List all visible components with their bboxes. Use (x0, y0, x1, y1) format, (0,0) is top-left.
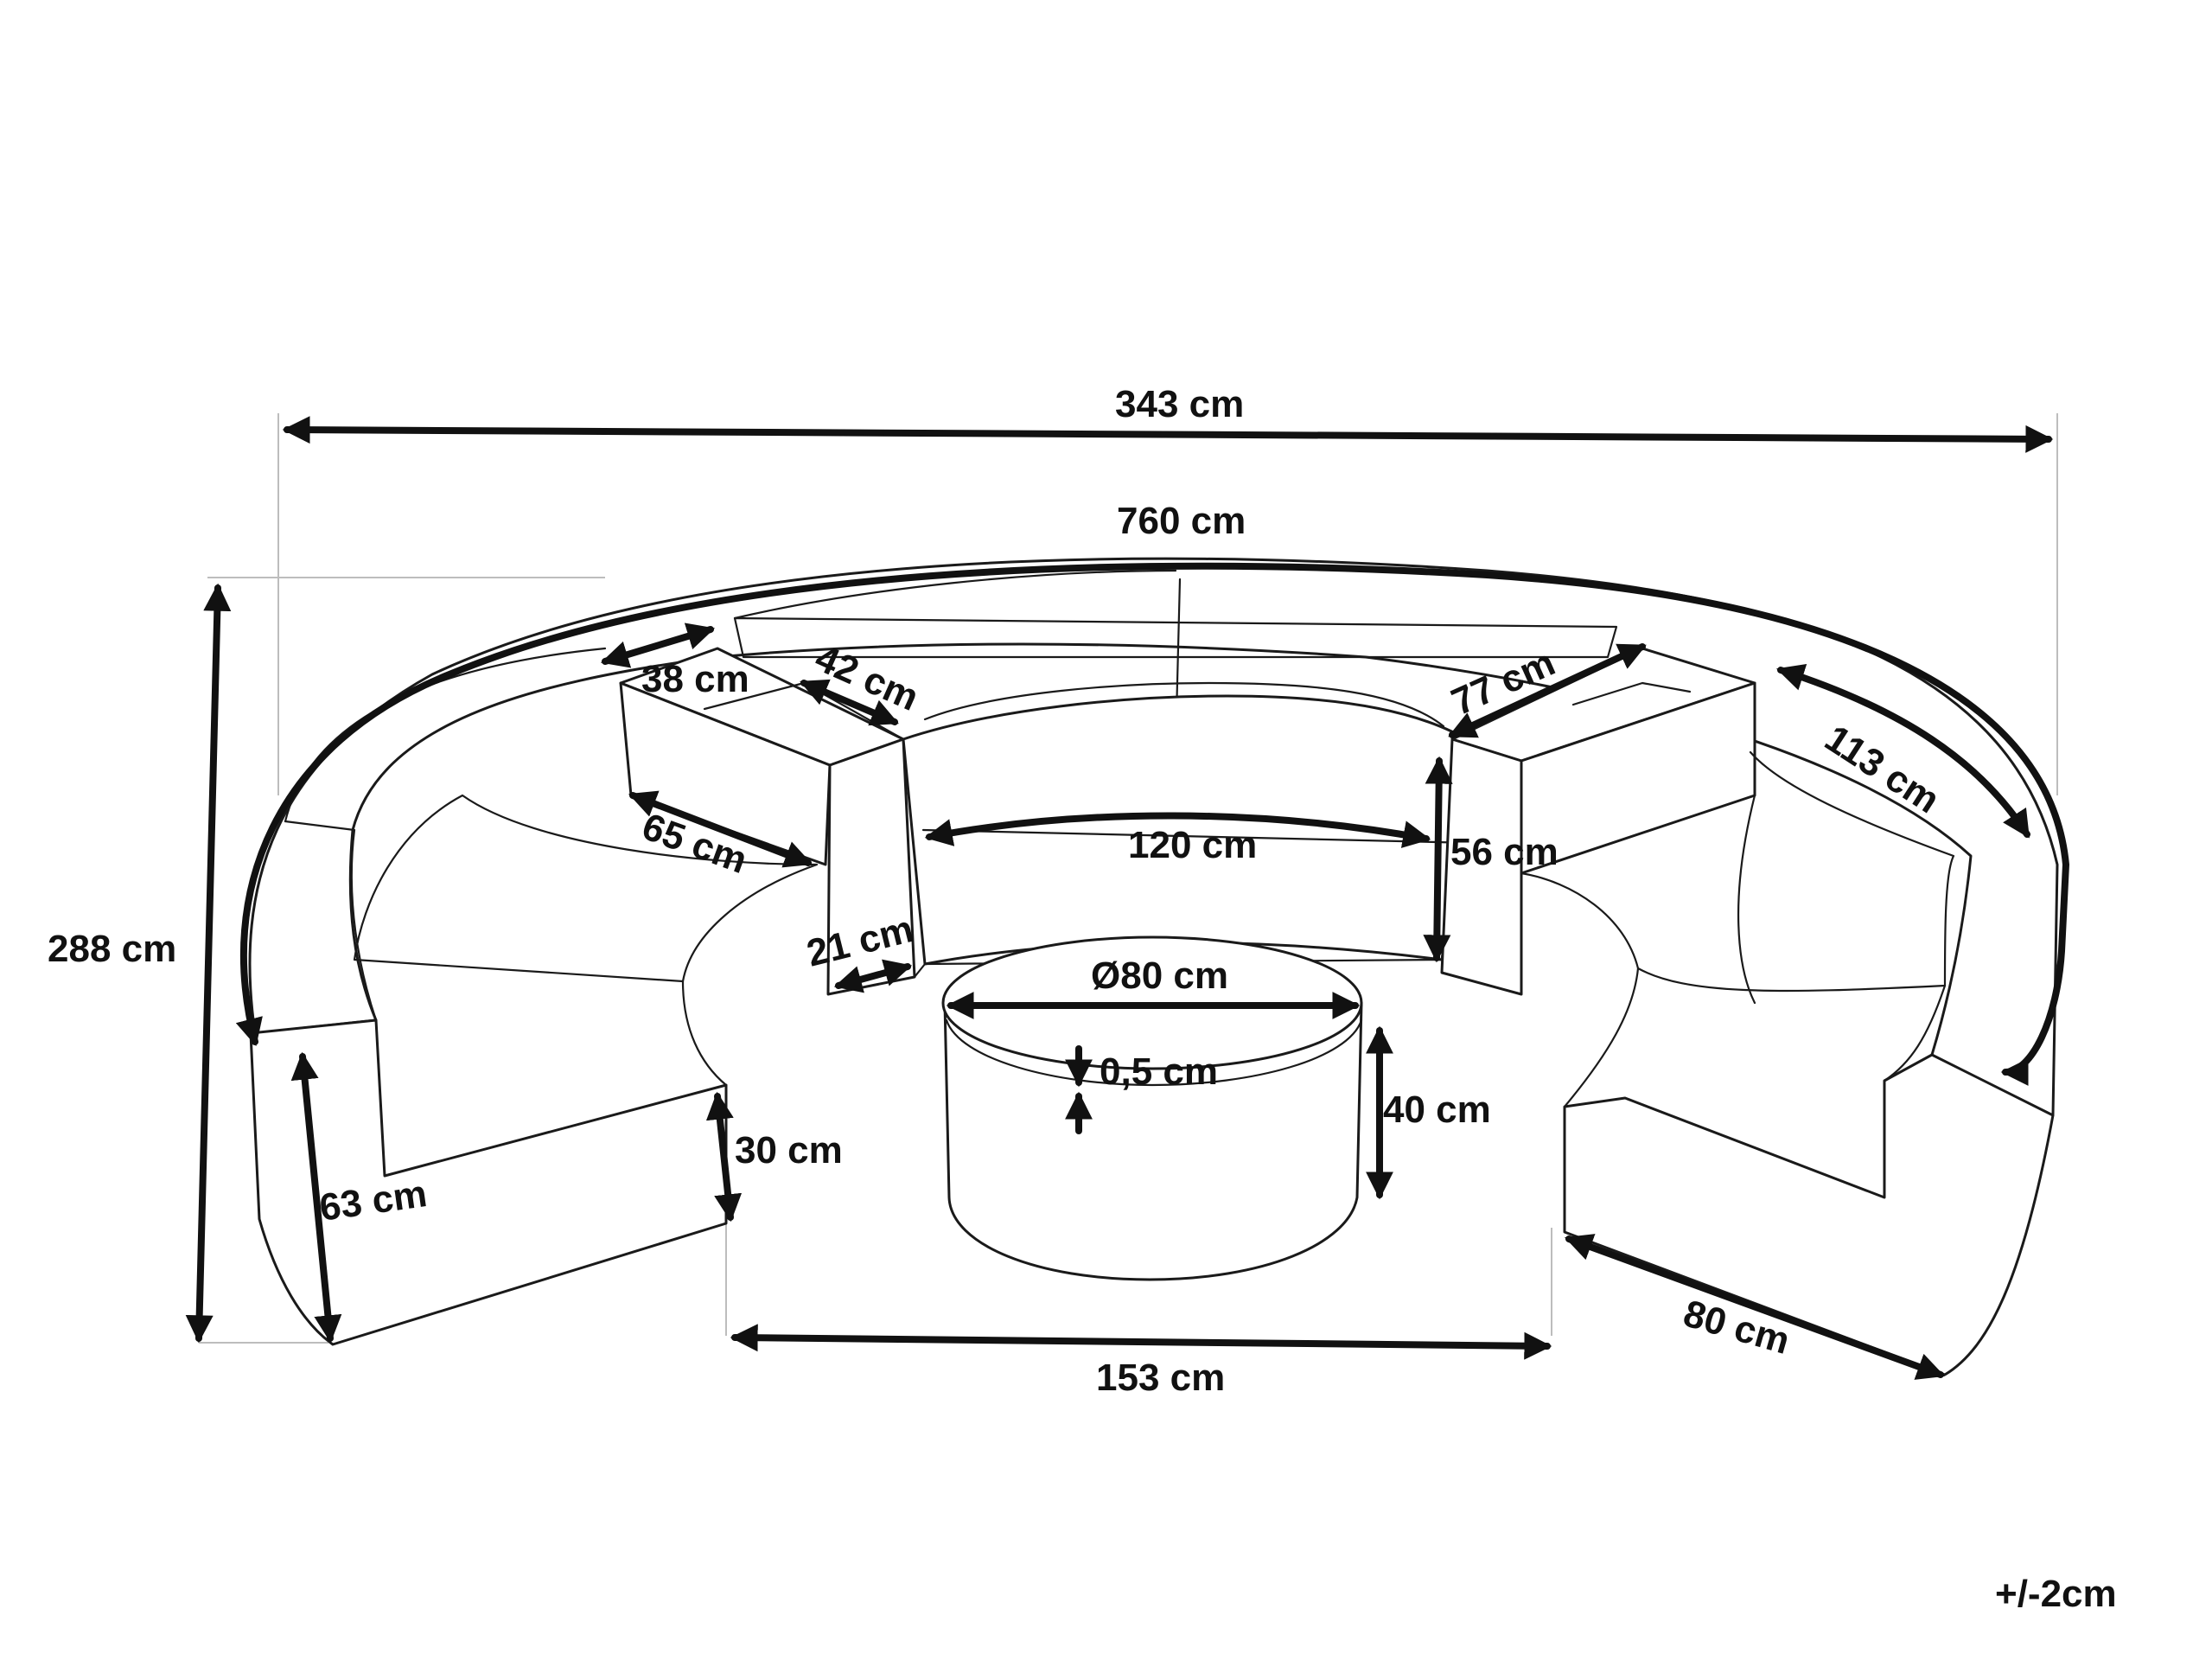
label-seat-height: 30 cm (735, 1129, 843, 1172)
label-center-seat: 120 cm (1128, 824, 1257, 866)
arrow-seat-depth (628, 790, 813, 868)
label-overall-width: 343 cm (1115, 383, 1244, 425)
label-backrest-height: 56 cm (1450, 831, 1559, 873)
arrow-seat-height (705, 1091, 743, 1223)
arrow-corner-depth (1448, 643, 1647, 738)
arrow-overall-depth (185, 583, 232, 1344)
arrow-total-height (290, 1051, 342, 1344)
arrow-armrest-length (800, 679, 899, 726)
arrow-armrest-width (600, 622, 716, 668)
label-opening-width: 153 cm (1096, 1357, 1225, 1399)
arrow-overall-width (282, 416, 2054, 453)
arrow-center-seat (924, 812, 1431, 848)
label-table-top: 0,5 cm (1100, 1050, 1218, 1093)
label-table-diameter: Ø80 cm (1091, 954, 1228, 997)
arrow-backrest-height (1423, 756, 1453, 963)
label-overall-depth: 288 cm (48, 928, 176, 970)
label-arc-length: 760 cm (1117, 500, 1246, 542)
arrow-arm-thickness (833, 959, 913, 993)
arrow-end-depth (1564, 1234, 1946, 1380)
label-table-height: 40 cm (1383, 1089, 1491, 1131)
dimension-arrows (185, 416, 2070, 1380)
label-tolerance: +/-2cm (1995, 1573, 2117, 1615)
arrow-arc-length (235, 562, 2070, 1086)
arrow-opening-width (730, 1324, 1552, 1360)
extension-lines (199, 413, 2058, 1344)
label-armrest-width: 38 cm (641, 658, 749, 700)
arrow-curved-back (1775, 663, 2030, 839)
left-end-module (249, 1018, 728, 1346)
